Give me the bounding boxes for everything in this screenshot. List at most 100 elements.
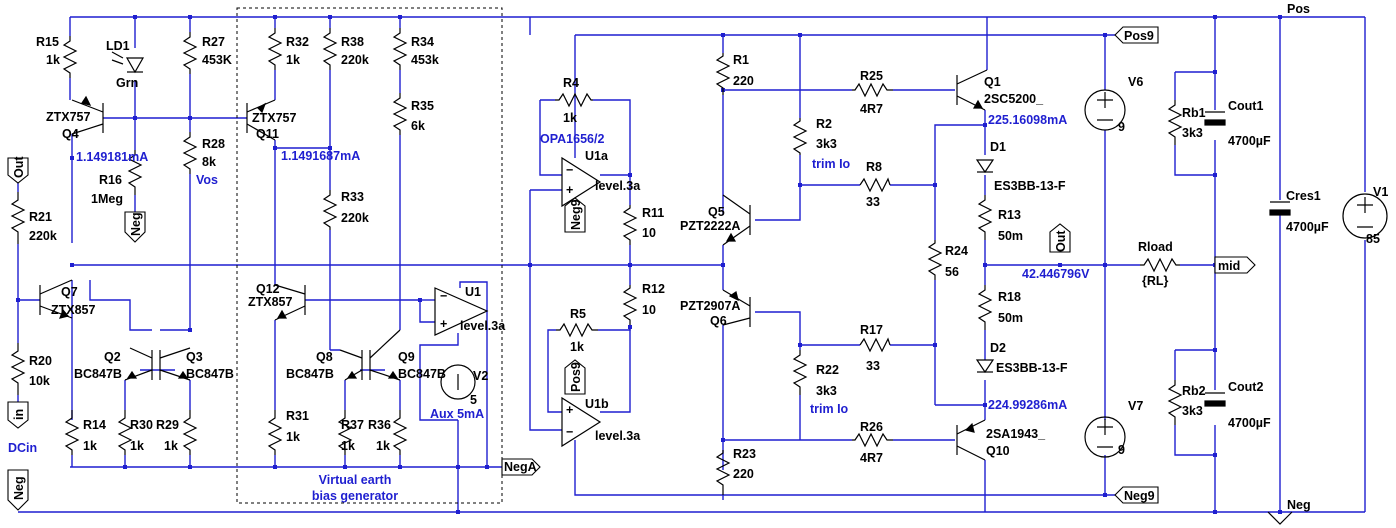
LD1-ref: LD1 [106, 39, 130, 53]
R34-ref: R34 [411, 35, 434, 49]
svg-text:−: − [566, 163, 573, 177]
Cres1-val: 4700µF [1286, 220, 1329, 234]
R30-val: 1k [130, 439, 144, 453]
R35-symbol [392, 93, 408, 135]
R25-val: 4R7 [860, 102, 883, 116]
Q1-ref: Q1 [984, 75, 1001, 89]
R23-ref: R23 [733, 447, 756, 461]
D2-symbol [975, 359, 995, 374]
Q8-Q9-symbol [339, 329, 401, 381]
nega-flag [501, 458, 541, 476]
neg-flag-r16 [124, 211, 146, 243]
V7-symbol [1084, 416, 1126, 458]
R20-ref: R20 [29, 354, 52, 368]
R5-ref: R5 [570, 307, 586, 321]
R33-symbol [322, 190, 338, 230]
R2-val: 3k3 [816, 137, 837, 151]
R36-val: 1k [376, 439, 390, 453]
R22-ref: R22 [816, 363, 839, 377]
R34-val: 453k [411, 53, 439, 67]
R14-symbol [64, 410, 80, 455]
R31-symbol [267, 410, 283, 455]
D1-symbol [975, 159, 995, 174]
R28-symbol [182, 132, 198, 174]
R26-val: 4R7 [860, 451, 883, 465]
R20-val: 10k [29, 374, 50, 388]
mid-flag-label: mid [1218, 259, 1240, 273]
V2-val: 5 [470, 393, 477, 407]
svg-text:−: − [440, 289, 447, 303]
U1a-opamp-symbol [561, 156, 602, 208]
R34-symbol [392, 28, 408, 70]
R27-symbol [182, 32, 198, 74]
R23-val: 220 [733, 467, 754, 481]
transistors [39, 69, 988, 461]
R29-symbol [182, 410, 198, 455]
R29-val: 1k [164, 439, 178, 453]
R16-ref: R16 [99, 173, 122, 187]
Q6-ref: Q6 [710, 314, 727, 328]
R32-val: 1k [286, 53, 300, 67]
Q7-ref: Q7 [61, 285, 78, 299]
neg-flag-r16-label: Neg [129, 212, 143, 236]
Q1-val: 2SC5200_ [984, 92, 1044, 106]
neg9-flag-opamp [564, 197, 586, 233]
R15-symbol [62, 36, 78, 78]
pos9-flag-opamp-label: Pos9 [569, 362, 583, 392]
R29-ref: R29 [156, 418, 179, 432]
neg-flag-left-label: Neg [12, 476, 26, 500]
in-flag [7, 401, 29, 429]
R2-ref: R2 [816, 117, 832, 131]
ground-icon [1267, 511, 1293, 525]
V1-ref: V1 [1373, 185, 1388, 199]
U1b-opamp-symbol [561, 396, 602, 448]
Q12-symbol [274, 284, 306, 321]
LD1-symbol [111, 51, 145, 74]
Rb2-val: 3k3 [1182, 404, 1203, 418]
R36-symbol [392, 410, 408, 455]
Q11-symbol [246, 99, 276, 141]
R17-ref: R17 [860, 323, 883, 337]
out-flag-right [1049, 223, 1071, 253]
U1a-model: OPA1656/2 [540, 132, 604, 146]
R11-ref: R11 [642, 206, 664, 220]
R21-ref: R21 [29, 210, 52, 224]
Q7-val: ZTX857 [51, 303, 96, 317]
R37-val: 1k [341, 439, 355, 453]
V2-ref: V2 [473, 369, 488, 383]
V1-symbol [1342, 193, 1388, 239]
annotation-trim-1: trim Io [812, 157, 851, 171]
R4-symbol [555, 92, 593, 108]
in-flag-label: in [12, 409, 26, 420]
capacitors [1204, 111, 1291, 407]
pos-rail-label: Pos [1287, 2, 1310, 16]
R4-val: 1k [563, 111, 577, 125]
Q3-ref: Q3 [186, 350, 203, 364]
V7-ref: V7 [1128, 399, 1143, 413]
U1-val: level.3a [460, 319, 506, 333]
svg-text:+: + [440, 317, 447, 331]
Q9-val: BC847B [398, 367, 446, 381]
R11-symbol [622, 205, 638, 245]
Rload-ref: Rload [1138, 240, 1173, 254]
Q10-ref: Q10 [986, 444, 1010, 458]
Q4-symbol [71, 95, 104, 135]
R32-ref: R32 [286, 35, 309, 49]
neg9-flag-right-label: Neg9 [1124, 489, 1155, 503]
R5-val: 1k [570, 340, 584, 354]
R32-symbol [267, 28, 283, 70]
U1b-val: level.3a [595, 429, 641, 443]
annotation-i-q4: 1.149181mA [76, 150, 148, 164]
svg-text:+: + [566, 183, 573, 197]
R33-val: 220k [341, 211, 369, 225]
Q6-val: PZT2907A [680, 299, 740, 313]
pos9-flag-right-label: Pos9 [1124, 29, 1154, 43]
R26-ref: R26 [860, 420, 883, 434]
Q1-symbol [956, 69, 988, 111]
Q11-val: ZTX757 [252, 111, 297, 125]
R28-val: 8k [202, 155, 216, 169]
R13-symbol [977, 195, 993, 240]
R31-val: 1k [286, 430, 300, 444]
R38-val: 220k [341, 53, 369, 67]
Q4-val: ZTX757 [46, 110, 91, 124]
